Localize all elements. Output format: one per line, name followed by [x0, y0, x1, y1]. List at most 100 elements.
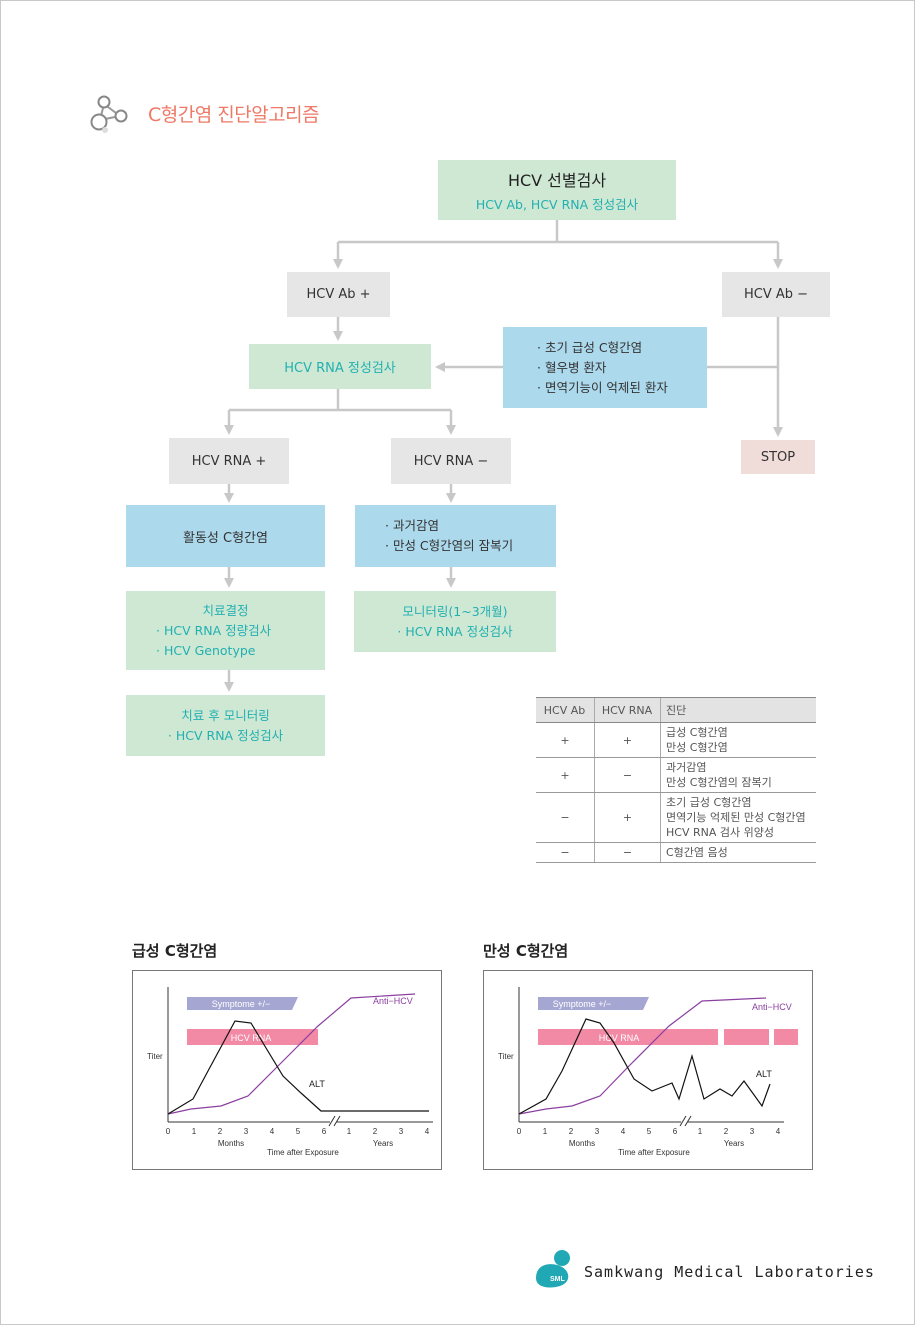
hcv-ab-negative-box: HCV Ab − — [722, 272, 830, 317]
month-tick: 1 — [192, 1127, 197, 1136]
post-treatment-list: HCV RNA 정성검사 — [168, 726, 283, 746]
chronic-chart-title: 만성 C형간염 — [483, 942, 569, 960]
post-treatment-item: HCV RNA 정성검사 — [168, 726, 283, 746]
table-cell-rna: − — [594, 842, 661, 863]
table-cell-rna: + — [594, 722, 661, 758]
table-cell-rna: + — [594, 792, 661, 843]
treatment-item: HCV Genotype — [156, 641, 325, 661]
month-tick: 3 — [595, 1127, 600, 1136]
month-tick: 6 — [673, 1127, 678, 1136]
dx-line: 만성 C형간염의 잠복기 — [666, 776, 772, 789]
month-tick: 6 — [322, 1127, 327, 1136]
month-tick: 2 — [569, 1127, 574, 1136]
anti-hcv-curve — [518, 997, 767, 1115]
titer-label: Titer — [498, 1052, 514, 1061]
year-tick: 1 — [698, 1127, 703, 1136]
dx-line: 급성 C형간염 — [666, 726, 728, 739]
treatment-item: HCV RNA 정량검사 — [156, 621, 325, 641]
alt-curve — [167, 1020, 429, 1115]
table-cell-ab: − — [536, 842, 595, 863]
symptome-label: Symptome +/− — [212, 999, 271, 1009]
sml-logo-icon: SML — [536, 1250, 570, 1288]
past-infection-list: 과거감염 만성 C형간염의 잠복기 — [385, 516, 556, 556]
dx-line: 초기 급성 C형간염 — [666, 796, 752, 809]
screening-box: HCV 선별검사 HCV Ab, HCV RNA 정성검사 — [438, 160, 676, 220]
hcv-rna-bar-label: HCV RNA — [599, 1033, 640, 1043]
hcv-rna-qualitative-box: HCV RNA 정성검사 — [249, 344, 431, 389]
screening-subtitle: HCV Ab, HCV RNA 정성검사 — [475, 197, 639, 212]
treatment-decision-title: 치료결정 — [202, 602, 249, 618]
table-header-dx: 진단 — [660, 697, 816, 723]
dx-line: 만성 C형간염 — [666, 741, 728, 754]
hcv-rna-positive-box: HCV RNA + — [169, 438, 289, 484]
screening-title: HCV 선별검사 — [507, 171, 607, 190]
alt-label: ALT — [309, 1079, 325, 1089]
dx-line: 과거감염 — [666, 761, 707, 774]
year-tick: 2 — [724, 1127, 729, 1136]
table-cell-rna: − — [594, 757, 661, 793]
hcv-rna-bar — [774, 1029, 798, 1045]
molecule-icon — [90, 95, 128, 133]
treatment-decision-list: HCV RNA 정량검사 HCV Genotype — [156, 621, 325, 661]
acute-hcv-chart: Symptome +/− HCV RNA Anti−HCV ALT Titer … — [132, 970, 442, 1170]
anti-hcv-label: Anti−HCV — [752, 1002, 792, 1012]
dx-line: 면역기능 억제된 만성 C형간염 — [666, 811, 806, 824]
table-header-row: HCV Ab HCV RNA 진단 — [536, 697, 816, 723]
table-cell-dx: C형간염 음성 — [660, 842, 816, 863]
year-tick: 4 — [776, 1127, 781, 1136]
alt-curve — [518, 1018, 771, 1115]
month-tick: 3 — [244, 1127, 249, 1136]
chronic-hcv-chart: Symptome +/− HCV RNA Anti−HCV ALT Titer … — [483, 970, 813, 1170]
month-tick: 5 — [296, 1127, 301, 1136]
anti-hcv-curve — [167, 993, 416, 1115]
hcv-rna-bar — [187, 1029, 318, 1045]
month-tick: 4 — [621, 1127, 626, 1136]
special-cases-list: 초기 급성 C형간염 혈우병 환자 면역기능이 억제된 환자 — [537, 338, 707, 398]
year-tick: 3 — [750, 1127, 755, 1136]
logo-text: SML — [550, 1276, 566, 1283]
page-title: C형간염 진단알고리즘 — [148, 104, 320, 126]
acute-chart-title: 급성 C형간염 — [132, 942, 218, 960]
year-tick: 3 — [399, 1127, 404, 1136]
hcv-rna-bar — [538, 1029, 718, 1045]
month-tick: 2 — [218, 1127, 223, 1136]
company-name: Samkwang Medical Laboratories — [584, 1263, 875, 1281]
symptome-bar — [538, 997, 649, 1010]
monitoring-box: 모니터링(1~3개월) HCV RNA 정성검사 — [354, 591, 556, 652]
post-treatment-title: 치료 후 모니터링 — [181, 707, 270, 723]
table-header-ab: HCV Ab — [536, 697, 595, 723]
month-tick: 4 — [270, 1127, 275, 1136]
symptome-label: Symptome +/− — [553, 999, 612, 1009]
stop-box: STOP — [741, 440, 815, 474]
alt-label: ALT — [756, 1069, 772, 1079]
special-case-item: 면역기능이 억제된 환자 — [537, 378, 707, 398]
hcv-rna-bar — [724, 1029, 769, 1045]
year-tick: 1 — [347, 1127, 352, 1136]
monitoring-title: 모니터링(1~3개월) — [402, 603, 508, 619]
month-tick: 1 — [543, 1127, 548, 1136]
monitoring-item: HCV RNA 정성검사 — [397, 622, 512, 642]
table-cell-ab: + — [536, 722, 595, 758]
special-case-item: 혈우병 환자 — [537, 358, 707, 378]
treatment-decision-box: 치료결정 HCV RNA 정량검사 HCV Genotype — [126, 591, 325, 670]
past-infection-item: 과거감염 — [385, 516, 556, 536]
years-label: Years — [373, 1139, 393, 1148]
active-hcv-box: 활동성 C형간염 — [126, 505, 325, 567]
year-tick: 2 — [373, 1127, 378, 1136]
past-infection-box: 과거감염 만성 C형간염의 잠복기 — [355, 505, 556, 567]
table-row: − − C형간염 음성 — [536, 842, 816, 863]
post-treatment-box: 치료 후 모니터링 HCV RNA 정성검사 — [126, 695, 325, 756]
hcv-ab-positive-box: HCV Ab + — [287, 272, 390, 317]
year-tick: 4 — [425, 1127, 430, 1136]
table-header-rna: HCV RNA — [594, 697, 661, 723]
month-tick: 0 — [166, 1127, 171, 1136]
flow-connectors — [224, 220, 783, 692]
special-cases-box: 초기 급성 C형간염 혈우병 환자 면역기능이 억제된 환자 — [503, 327, 707, 408]
years-label: Years — [724, 1139, 744, 1148]
